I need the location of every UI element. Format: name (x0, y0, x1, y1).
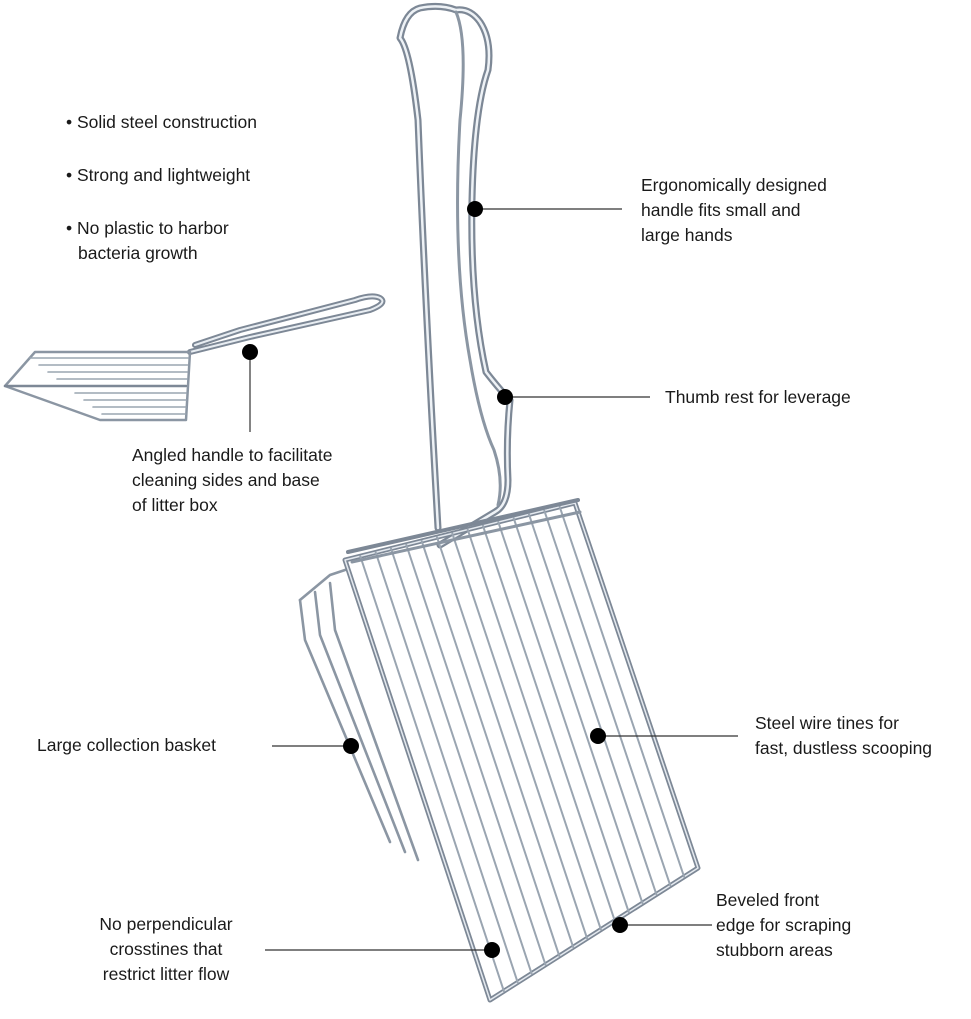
wire-tine (451, 532, 589, 940)
wire-tine (405, 543, 547, 966)
angled-handle-dot (242, 344, 258, 360)
callout-ergonomic-handle: Ergonomically designed handle fits small… (641, 175, 827, 245)
callout-angled-handle: Angled handle to facilitate cleaning sid… (132, 445, 333, 515)
wire-tine (436, 536, 575, 949)
wire-tine (390, 547, 533, 975)
small-scoop-image (3, 293, 386, 422)
handle-dot (467, 201, 483, 217)
callout-thumb-rest: Thumb rest for leverage (665, 387, 851, 407)
wire-tine (420, 540, 561, 957)
wire-tine (466, 528, 602, 931)
callout-beveled-edge: Beveled front edge for scraping stubborn… (716, 890, 852, 960)
wire-tine (482, 524, 616, 922)
basket-dot (343, 738, 359, 754)
wire-tine (359, 555, 505, 993)
thumb-rest-dot (497, 389, 513, 405)
feature-solid-steel: Solid steel construction (66, 110, 257, 135)
wire-tine (497, 521, 630, 913)
callout-steel-tines: Steel wire tines for fast, dustless scoo… (755, 713, 933, 758)
wire-tine (543, 509, 672, 887)
feature-no-plastic: No plastic to harbor bacteria growth (66, 216, 229, 266)
wire-tine (528, 513, 658, 896)
tines-dot (590, 728, 606, 744)
feature-lightweight: Strong and lightweight (66, 163, 250, 188)
crosstines-dot (484, 942, 500, 958)
callout-no-crosstines: No perpendicular crosstines that restric… (99, 914, 233, 984)
main-scoop-image (298, 2, 701, 1003)
callout-collection-basket: Large collection basket (37, 735, 216, 755)
wire-tine (374, 551, 519, 984)
callout-leaders (249, 208, 738, 951)
wire-tine (558, 505, 686, 878)
beveled-edge-dot (612, 917, 628, 933)
callout-dots (242, 201, 628, 958)
wire-tine (512, 517, 644, 905)
